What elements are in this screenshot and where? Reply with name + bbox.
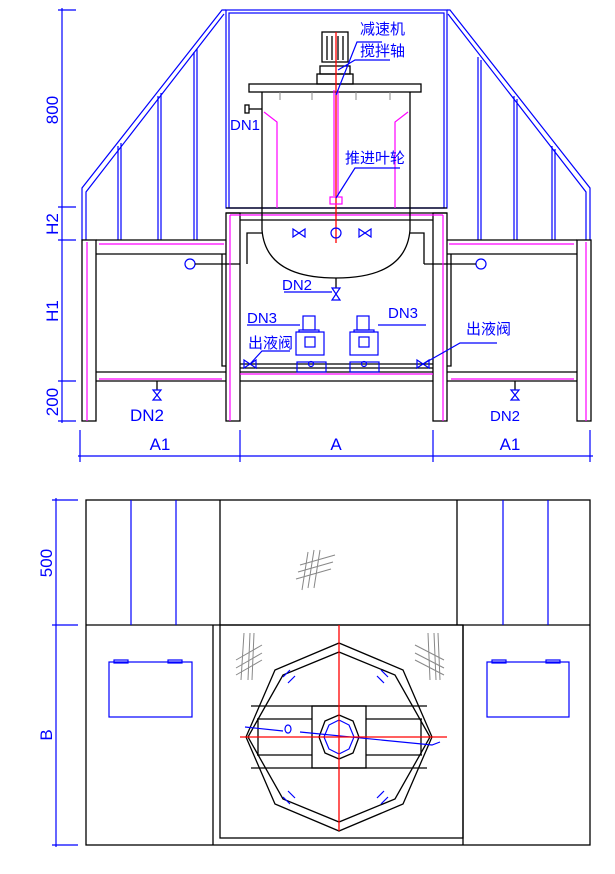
- outlet-left-label: 出液阀: [248, 335, 293, 352]
- left-box-plan: [108, 661, 193, 718]
- elevation-dimensions: 800 H2 H1 200 A1 A A1: [43, 8, 593, 462]
- impeller-label: 推进叶轮: [345, 150, 405, 167]
- outlet-right-label: 出液阀: [466, 321, 511, 338]
- dim-b: B: [37, 729, 56, 740]
- plan-view: 500 B: [37, 498, 591, 847]
- pumps: [247, 315, 426, 373]
- right-box-plan: [486, 661, 570, 718]
- dim-a1-right: A1: [500, 435, 521, 454]
- dim-500: 500: [37, 549, 56, 577]
- tank-plan: [240, 625, 447, 832]
- dim-200: 200: [43, 388, 62, 416]
- plan-dimensions: 500 B: [37, 498, 78, 847]
- dn2-center-label: DN2: [282, 277, 312, 294]
- dim-800: 800: [43, 96, 62, 124]
- reducer-label: 减速机: [360, 21, 405, 38]
- left-tank-box: [81, 239, 240, 422]
- motor: [321, 31, 349, 63]
- right-railing: [447, 9, 591, 240]
- dn3-right-label: DN3: [388, 305, 418, 322]
- piping: [240, 227, 497, 370]
- dim-a: A: [330, 435, 342, 454]
- dn1-label: DN1: [230, 117, 260, 134]
- dn3-left-label: DN3: [247, 310, 277, 327]
- dim-h1: H1: [43, 300, 62, 322]
- shaft-label: 搅拌轴: [360, 43, 405, 60]
- dim-h2: H2: [43, 213, 62, 235]
- dn2-right-label: DN2: [490, 408, 520, 425]
- dim-a1-left: A1: [150, 435, 171, 454]
- dn2-left-label: DN2: [130, 406, 164, 425]
- left-railing: [81, 9, 226, 240]
- elevation-view: 减速机 搅拌轴 推进叶轮 DN1 DN2 DN3 DN3 出液阀 出液阀 DN2…: [43, 8, 593, 462]
- hatch-marks: [235, 549, 445, 681]
